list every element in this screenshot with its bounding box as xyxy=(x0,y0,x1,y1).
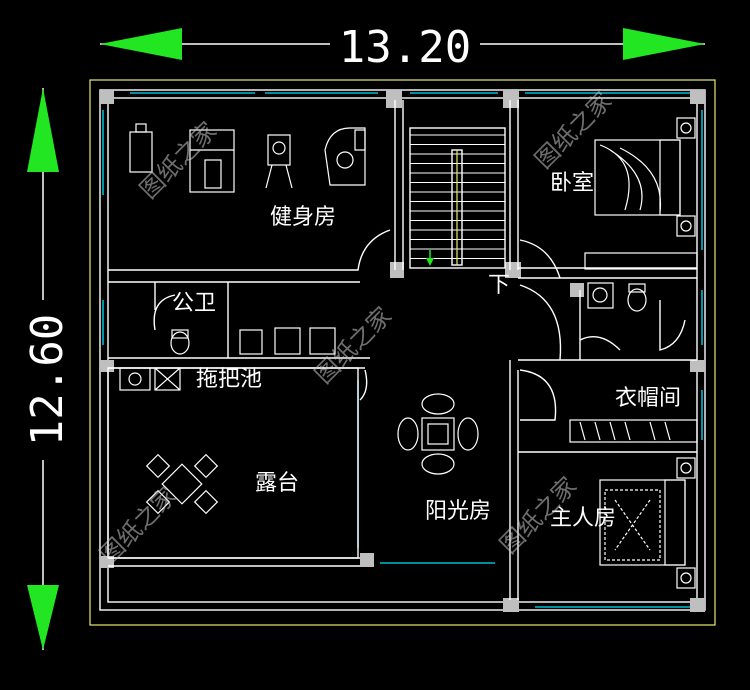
bottom-arrow-icon xyxy=(27,585,59,650)
width-dimension: 13.20 xyxy=(100,20,705,73)
left-arrow-icon xyxy=(100,28,182,60)
room-label-mop-sink: 拖把池 xyxy=(196,367,262,392)
room-label-terrace: 露台 xyxy=(255,471,299,496)
stair-marker: 下 xyxy=(488,273,510,298)
watermark: 图纸之家 xyxy=(309,302,397,390)
staircase: 下 xyxy=(409,127,510,298)
interior-walls xyxy=(107,100,697,600)
sheet-border xyxy=(89,79,716,626)
height-dimension: 12.60 xyxy=(18,88,73,650)
room-label-master-bedroom: 主人房 xyxy=(550,506,616,531)
sunroom-table xyxy=(397,393,479,475)
room-label-bathroom: 公卫 xyxy=(172,291,216,316)
terrace-table xyxy=(145,453,219,515)
room-label-sunroom: 阳光房 xyxy=(425,499,491,524)
gym-equipment xyxy=(129,123,366,193)
watermarks: 图纸之家 图纸之家 图纸之家 图纸之家 图纸之家 xyxy=(94,87,617,570)
bedroom-bed xyxy=(584,117,698,270)
room-label-cloakroom: 衣帽间 xyxy=(615,386,681,411)
width-label: 13.20 xyxy=(339,22,471,73)
exterior-walls xyxy=(99,89,706,612)
room-label-gym: 健身房 xyxy=(270,205,336,230)
right-arrow-icon xyxy=(623,28,705,60)
room-labels: 健身房 卧室 公卫 拖把池 露台 阳光房 衣帽间 主人房 xyxy=(172,171,681,531)
top-arrow-icon xyxy=(27,88,59,172)
height-label: 12.60 xyxy=(22,314,73,446)
wardrobe xyxy=(569,419,698,443)
master-bed xyxy=(599,457,696,589)
room-label-bedroom: 卧室 xyxy=(550,171,594,196)
bathroom-fixtures xyxy=(119,282,647,391)
watermark: 图纸之家 xyxy=(529,87,617,175)
